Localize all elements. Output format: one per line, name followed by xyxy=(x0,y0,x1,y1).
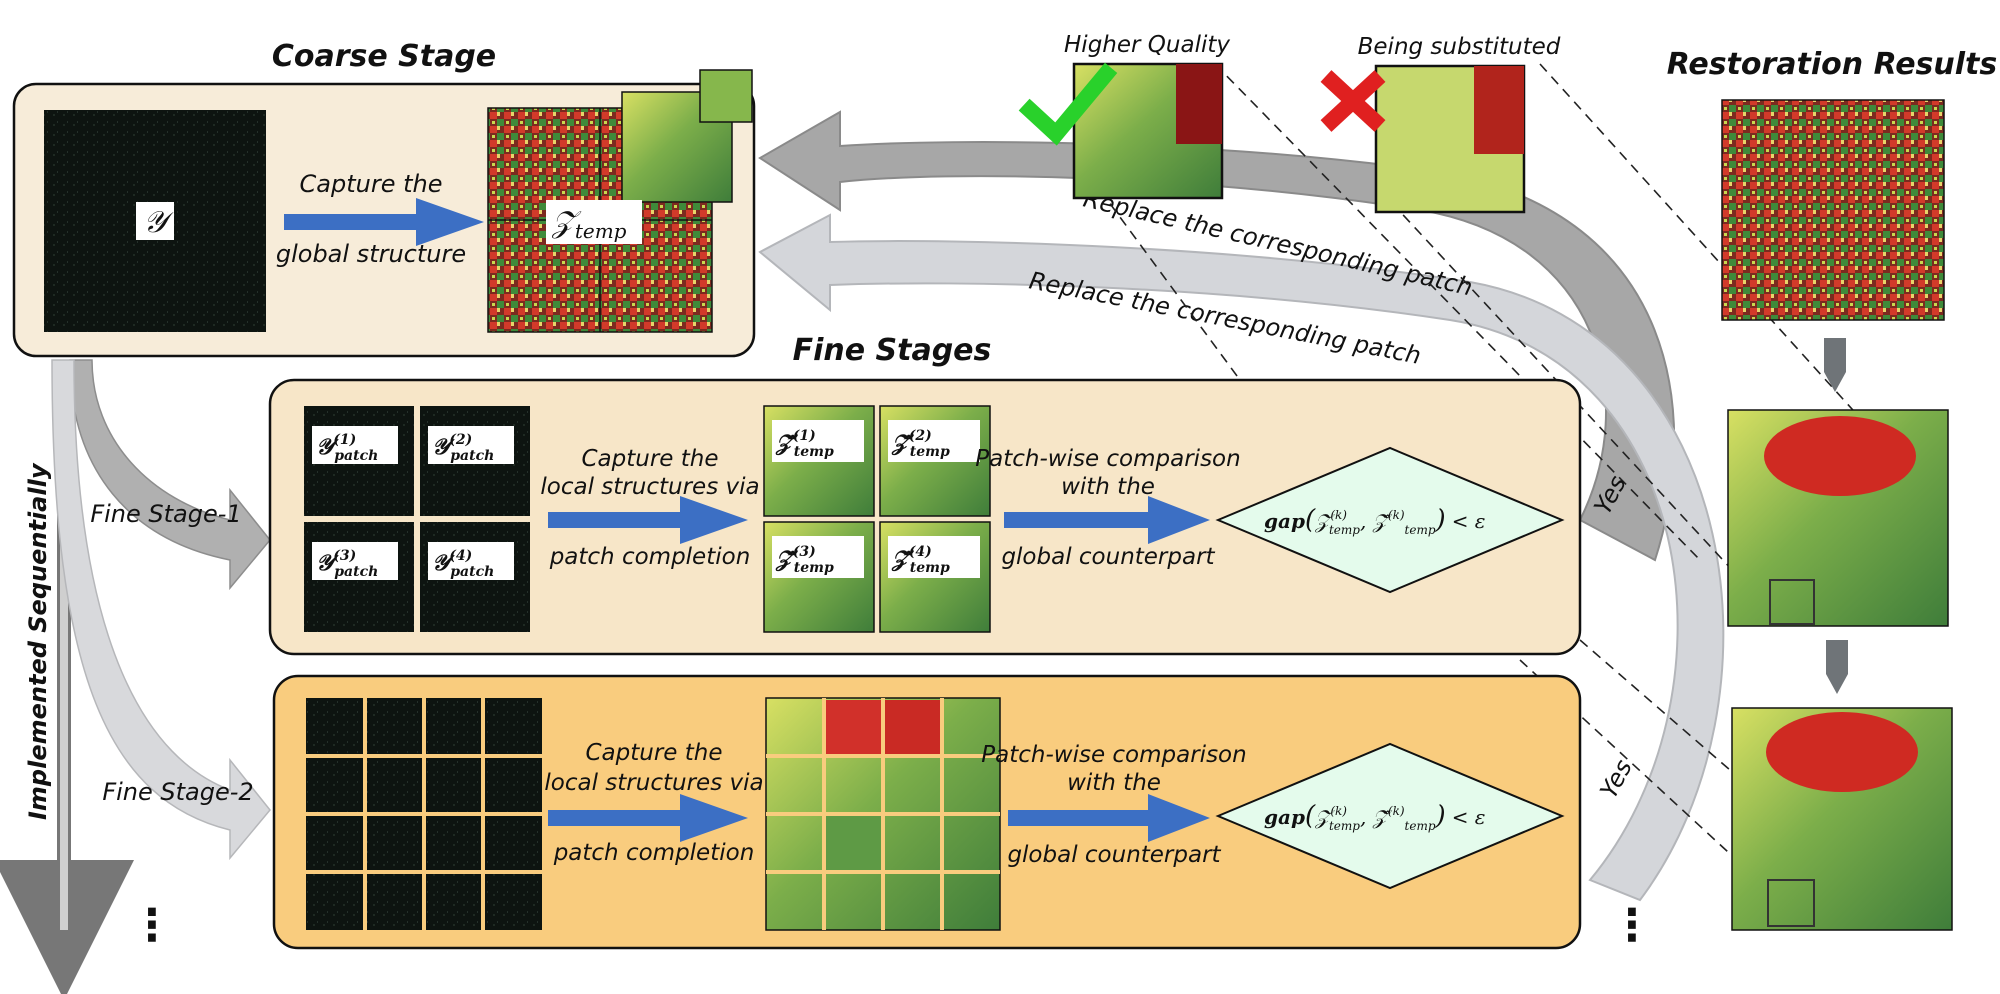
stage2-compare-line1: Patch-wise comparison xyxy=(981,742,1246,768)
coarse-input-label-box xyxy=(136,202,174,240)
stage2-yes-label: Yes xyxy=(1595,755,1638,803)
zhat-patch-2: 𝒵̂(2)temp xyxy=(891,428,950,460)
zhat-patch-3: 𝒵̂(3)temp xyxy=(775,544,834,576)
result-fine1-red-pepper xyxy=(1764,416,1916,496)
stage1-compare-line2: with the xyxy=(1061,474,1155,500)
zhat-patch-1: 𝒵̂(1)temp xyxy=(775,428,834,460)
stage1-condition-diamond xyxy=(1215,446,1565,594)
being-substituted-patch-detail xyxy=(1474,66,1524,154)
result-coarse-image xyxy=(1721,99,1945,321)
stage1-compare-line1: Patch-wise comparison xyxy=(975,446,1240,472)
higher-quality-label: Higher Quality xyxy=(1064,32,1230,58)
stage1-capture-arrow xyxy=(548,496,748,544)
stage1-capture-line3: patch completion xyxy=(549,544,751,570)
result-fine1-patch-box xyxy=(1769,579,1815,625)
y-patch-4: 𝒴(4)patch xyxy=(432,548,494,580)
replace-arrow-lower xyxy=(758,213,1725,902)
stage2-capture-line3: patch completion xyxy=(553,840,755,866)
zoom-patch-small xyxy=(699,69,753,123)
stage2-input-grid xyxy=(306,698,542,930)
left-ellipsis: ⋮ xyxy=(130,900,174,951)
fine-stage1-name: Fine Stage-1 xyxy=(90,500,241,528)
fine-stage2-entry-arrow xyxy=(51,359,271,861)
coarse-output-symbol: 𝒵temp xyxy=(551,205,627,243)
implemented-sequentially-label: Implemented Sequentially xyxy=(24,462,52,820)
y-patch-3: 𝒴(3)patch xyxy=(316,548,378,580)
result-down-arrow-2 xyxy=(1826,640,1848,694)
stage1-capture-line1: Capture the xyxy=(581,446,718,472)
fine-stages-title: Fine Stages xyxy=(793,333,992,368)
fine-stage2-name: Fine Stage-2 xyxy=(102,778,253,806)
fine-stage1-panel xyxy=(268,378,1582,656)
stage2-capture-arrow xyxy=(548,794,748,842)
higher-quality-patch-detail xyxy=(1176,64,1222,144)
right-ellipsis: ⋮ xyxy=(1610,900,1654,951)
capture-global-line2: global structure xyxy=(276,240,466,268)
restoration-results-title: Restoration Results xyxy=(1667,47,1997,82)
result-fine2-patch-box xyxy=(1767,879,1815,927)
stage1-compare-arrow xyxy=(1004,496,1210,544)
result-fine2-red-pepper xyxy=(1766,712,1918,792)
stage2-compare-line3: global counterpart xyxy=(1007,842,1221,868)
coarse-output-label-box xyxy=(546,200,642,244)
being-substituted-label: Being substituted xyxy=(1358,34,1561,60)
capture-global-line1: Capture the xyxy=(300,170,443,198)
stage2-compare-line2: with the xyxy=(1067,770,1161,796)
stage1-compare-line3: global counterpart xyxy=(1001,544,1215,570)
replace-arrow-upper xyxy=(758,110,1676,562)
coarse-stage-title: Coarse Stage xyxy=(272,39,496,74)
capture-global-arrow xyxy=(284,198,484,246)
stage2-estimated-grid xyxy=(765,697,1001,931)
stage1-estimated-patches: 𝒵̂(1)temp 𝒵̂(2)temp 𝒵̂(3)temp 𝒵̂(4)temp xyxy=(763,405,991,633)
stage2-capture-line2: local structures via xyxy=(544,770,763,796)
stage1-condition-text: gap(𝒵(k)temp, 𝒵̂(k)temp)< ε xyxy=(1264,505,1486,537)
stage2-condition-text: gap(𝒵(k)temp, 𝒵̂(k)temp)< ε xyxy=(1264,801,1486,833)
fine-stage1-entry-arrow xyxy=(69,359,271,591)
result-down-arrow-1 xyxy=(1824,338,1846,392)
check-mark-icon xyxy=(1018,62,1118,146)
zhat-patch-4: 𝒵̂(4)temp xyxy=(891,544,950,576)
stage2-condition-diamond xyxy=(1215,742,1565,890)
stage2-compare-arrow xyxy=(1008,794,1210,842)
stage2-capture-line1: Capture the xyxy=(585,740,722,766)
stage1-patch-labels: 𝒴(1)patch 𝒴(2)patch 𝒴(3)patch 𝒴(4)patch xyxy=(312,426,514,580)
cross-mark-icon xyxy=(1320,70,1386,132)
stage1-capture-line2: local structures via xyxy=(540,474,759,500)
